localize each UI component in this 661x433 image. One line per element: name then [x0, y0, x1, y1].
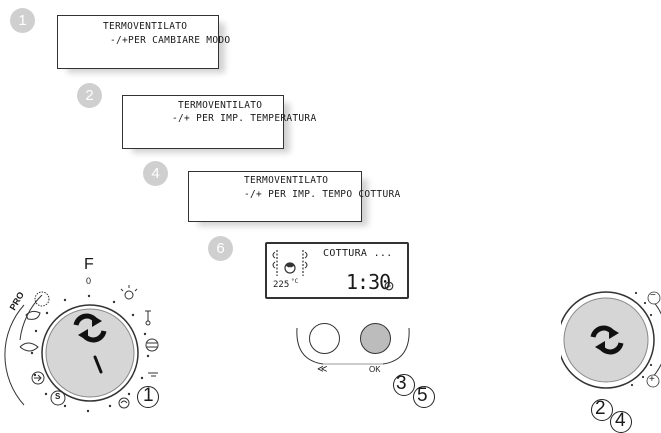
adjust-plus-label: + [649, 374, 655, 385]
callout-2: 2 [595, 398, 606, 419]
callout-5: 5 [417, 385, 428, 406]
callout-4: 4 [615, 410, 626, 431]
step-badge-4: 4 [143, 161, 168, 186]
lcd-line-hint: -/+ PER IMP. TEMPERATURA [172, 113, 317, 124]
callout-circle-3 [393, 374, 415, 396]
lcd-line-mode: TERMOVENTILATO [178, 100, 263, 111]
step-badge-6: 6 [208, 236, 233, 261]
display-time: 1:30 [346, 270, 391, 294]
lcd-message-step-4: TERMOVENTILATO -/+ PER IMP. TEMPO COTTUR… [188, 171, 400, 222]
lcd-line-mode: TERMOVENTILATO [244, 175, 329, 186]
callout-3: 3 [396, 373, 407, 394]
callout-circle-2 [591, 399, 613, 421]
display-status: COTTURA ... [323, 248, 393, 259]
step-badge-2: 2 [77, 83, 102, 108]
adjust-knob-graphic [561, 291, 661, 389]
back-button-label: ≪ [317, 364, 328, 375]
callout-circle-1 [137, 386, 159, 408]
ok-button[interactable] [360, 323, 391, 354]
mode-knob-f-label: F [84, 256, 94, 273]
adjust-knob[interactable] [558, 292, 654, 388]
display-temp-unit: °C [291, 278, 299, 285]
back-button[interactable] [309, 323, 340, 354]
display-graphics [272, 250, 308, 276]
lcd-line-hint: -/+PER CAMBIARE MODO [110, 35, 231, 46]
cooking-display: COTTURA ... 225 °C 1:30 [265, 242, 409, 299]
mode-knob-zero-label: 0 [86, 276, 92, 286]
ok-button-label: OK [369, 365, 381, 374]
lcd-message-step-2: TERMOVENTILATO -/+ PER IMP. TEMPERATURA [122, 95, 316, 149]
callout-1: 1 [143, 385, 154, 406]
timer-icon [384, 281, 394, 291]
mode-knob-s-label: S [55, 392, 61, 401]
lcd-line-hint: -/+ PER IMP. TEMPO COTTURA [244, 189, 401, 200]
step-badge-1: 1 [10, 8, 35, 33]
adjust-minus-label: − [650, 290, 656, 301]
lcd-message-step-1: TERMOVENTILATO -/+PER CAMBIARE MODO [57, 15, 230, 69]
mode-knob-graphic [4, 285, 159, 413]
lcd-line-mode: TERMOVENTILATO [103, 21, 188, 32]
display-temperature: 225 [273, 280, 290, 290]
callout-circle-5 [413, 386, 435, 408]
button-panel-frame [296, 327, 410, 365]
